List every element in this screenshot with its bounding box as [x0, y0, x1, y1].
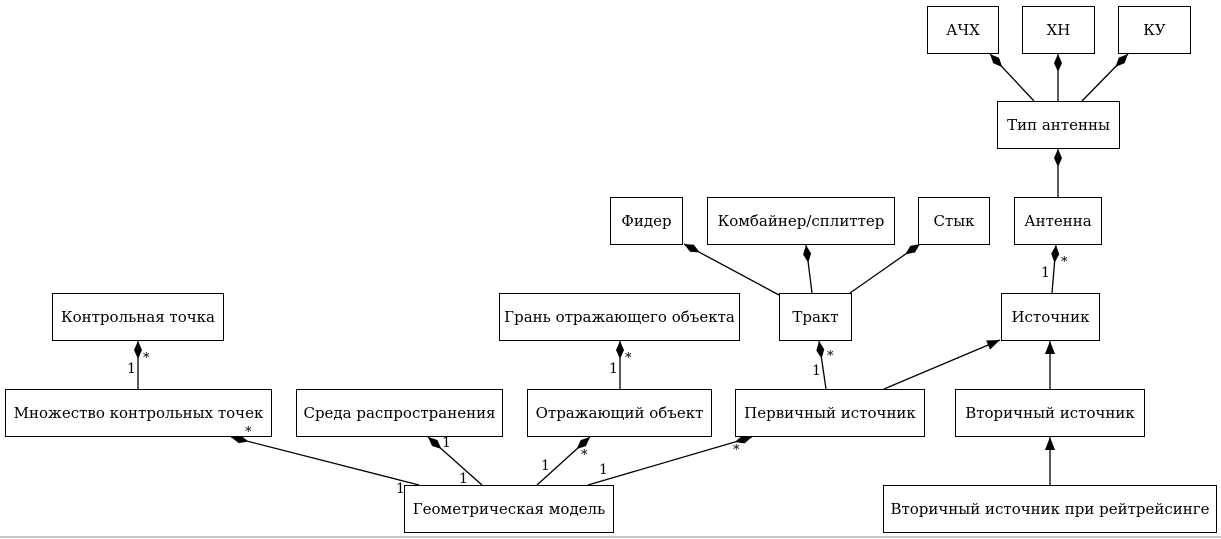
edge-geo-primary	[587, 435, 753, 486]
mult-reflector-face-many: *	[625, 351, 632, 366]
node-medium[interactable]: Среда распространения	[296, 389, 503, 437]
mult-control-set-one: 1	[127, 361, 136, 377]
node-reflector[interactable]: Отражающий объект	[527, 389, 712, 437]
edge-geo-medium	[427, 436, 483, 486]
edge-geo-control-set	[230, 435, 420, 486]
mult-geo-reflector-one: 1	[541, 458, 550, 474]
edge-tract-feeder	[683, 243, 780, 296]
edge-source-antenna	[1051, 244, 1060, 294]
mult-reflector-many: *	[581, 448, 588, 463]
node-antenna[interactable]: Антенна	[1014, 197, 1102, 245]
edge-primary-tract	[816, 340, 827, 390]
node-raytracing-secondary[interactable]: Вторичный источник при рейтрейсинге	[883, 485, 1217, 533]
mult-primary-one: 1	[812, 363, 821, 379]
mult-control-set-many: *	[245, 425, 252, 440]
edge-antenna-type-achx	[989, 53, 1035, 102]
node-achx[interactable]: АЧХ	[927, 6, 999, 54]
mult-source-one: 1	[1041, 265, 1050, 281]
node-reflector-face[interactable]: Грань отражающего объекта	[499, 293, 740, 341]
mult-tract-many: *	[827, 349, 834, 364]
mult-medium-one: 1	[442, 435, 451, 451]
edge-antenna-type-ku	[1081, 53, 1129, 102]
node-primary-source[interactable]: Первичный источник	[735, 389, 925, 437]
node-geometric-model[interactable]: Геометрическая модель	[404, 485, 614, 533]
bottom-border	[0, 536, 1221, 538]
node-ku[interactable]: КУ	[1118, 6, 1191, 54]
node-secondary-source[interactable]: Вторичный источник	[955, 389, 1145, 437]
mult-primary-many: *	[733, 443, 740, 458]
node-control-point[interactable]: Контрольная точка	[52, 293, 224, 341]
node-feeder[interactable]: Фидер	[610, 197, 683, 245]
edge-tract-combiner	[803, 244, 813, 294]
edge-tract-joint	[849, 243, 921, 294]
node-source[interactable]: Источник	[1001, 293, 1100, 341]
mult-reflector-one: 1	[609, 361, 618, 377]
node-joint[interactable]: Стык	[918, 197, 990, 245]
node-combiner[interactable]: Комбайнер/сплиттер	[707, 197, 895, 245]
node-antenna-type[interactable]: Тип антенны	[997, 101, 1120, 149]
mult-geo-medium-one: 1	[459, 471, 468, 487]
node-control-point-set[interactable]: Множество контрольных точек	[5, 389, 272, 437]
mult-antenna-many: *	[1061, 255, 1068, 270]
mult-geo-primary-one: 1	[599, 462, 608, 478]
mult-control-point-many: *	[143, 351, 150, 366]
edge-geo-reflector	[536, 436, 591, 486]
node-xn[interactable]: ХН	[1022, 6, 1095, 54]
mult-geo-control-one: 1	[396, 481, 405, 497]
edge-primary-source-inherit	[883, 339, 1001, 390]
node-tract[interactable]: Тракт	[779, 293, 852, 341]
